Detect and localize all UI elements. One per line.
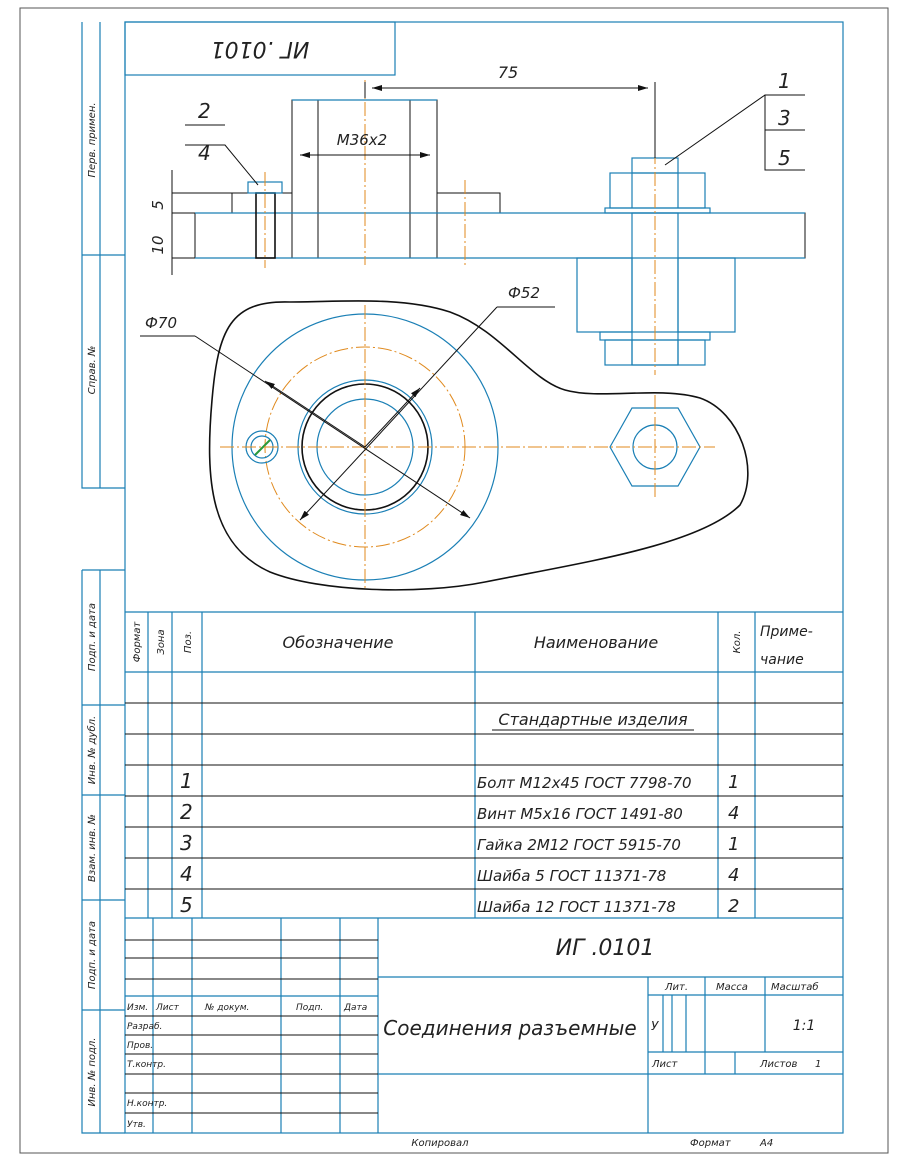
section-view	[171, 80, 806, 375]
row-pos: 1	[180, 769, 193, 793]
mass-label: Масса	[716, 982, 748, 993]
callout-4: 4	[198, 141, 211, 165]
side-label-reference: Справ. №	[87, 346, 98, 395]
title-block	[125, 918, 843, 1133]
header-note-2: чание	[760, 652, 804, 668]
side-label-sign-date-2: Подп. и дата	[87, 921, 98, 989]
callout-2: 2	[198, 99, 211, 123]
side-stamp: Перв. примен. Справ. № Подп. и дата Инв.…	[81, 22, 125, 1134]
rotated-stamp-text: ИГ .0101	[211, 36, 310, 61]
rotated-stamp-box	[124, 21, 396, 76]
dim-5: 5	[149, 200, 167, 210]
col-date: Дата	[343, 1003, 367, 1013]
dim-phi52: Ф52	[508, 284, 540, 302]
col-sheet: Лист	[155, 1003, 180, 1013]
table-row: 5 Шайба 12 ГОСТ 11371-78 2	[180, 893, 739, 917]
callout-1: 1	[778, 69, 791, 93]
col-sign: Подп.	[296, 1003, 323, 1013]
sheets-value: 1	[815, 1059, 821, 1070]
role-approved: Утв.	[127, 1120, 146, 1130]
dim-thread: M36x2	[337, 131, 387, 149]
table-row: 4 Шайба 5 ГОСТ 11371-78 4	[180, 862, 739, 886]
side-label-dup-inv: Инв. № дубл.	[86, 716, 98, 784]
dim-10: 10	[149, 235, 167, 254]
role-developer: Разраб.	[127, 1022, 162, 1032]
format-value: А4	[759, 1138, 773, 1149]
header-name: Наименование	[534, 633, 658, 652]
col-doc-no: № докум.	[204, 1003, 249, 1013]
spec-rows: 1 Болт М12х45 ГОСТ 7798-70 1 2 Винт М5х16 ГО…	[180, 769, 739, 917]
row-pos: 3	[180, 831, 193, 855]
lit-label: Лит.	[664, 982, 688, 993]
table-row: 3 Гайка 2М12 ГОСТ 5915-70 1	[180, 831, 739, 855]
side-label-replace-inv: Взам. инв. №	[87, 814, 98, 882]
row-name: Винт М5х16 ГОСТ 1491-80	[477, 805, 683, 823]
col-change: Изм.	[127, 1003, 148, 1013]
dim-75: 75	[498, 63, 518, 82]
table-row: 1 Болт М12х45 ГОСТ 7798-70 1	[180, 769, 739, 793]
scale-label: Масштаб	[771, 981, 819, 993]
row-qty: 1	[728, 772, 739, 793]
format-label: Формат	[690, 1138, 732, 1149]
plan-view	[140, 300, 749, 591]
sheet-border	[19, 7, 889, 1154]
table-row: 2 Винт М5х16 ГОСТ 1491-80 4	[180, 800, 739, 824]
row-pos: 5	[180, 893, 193, 917]
row-pos: 4	[180, 862, 193, 886]
header-zone: Зона	[156, 629, 167, 654]
side-label-sign-date-1: Подп. и дата	[87, 603, 98, 671]
row-name: Болт М12х45 ГОСТ 7798-70	[477, 774, 692, 792]
dim-phi70: Ф70	[145, 314, 177, 332]
row-name: Шайба 12 ГОСТ 11371-78	[477, 898, 676, 916]
copied-label: Копировал	[411, 1138, 469, 1149]
callout-5: 5	[778, 146, 791, 170]
section-standard-parts: Стандартные изделия	[498, 710, 688, 729]
row-pos: 2	[180, 800, 193, 824]
spec-table	[125, 611, 843, 919]
designation: ИГ .0101	[556, 936, 655, 961]
header-format: Формат	[132, 621, 143, 663]
lit-value: У	[651, 1019, 659, 1033]
row-qty: 1	[728, 834, 739, 855]
header-designation: Обозначение	[282, 633, 393, 652]
scale-value: 1:1	[793, 1018, 816, 1034]
header-pos: Поз.	[183, 631, 194, 653]
row-name: Шайба 5 ГОСТ 11371-78	[477, 867, 666, 885]
side-label-first-use: Перв. примен.	[87, 102, 98, 177]
drawing-title: Соединения разъемные	[383, 1016, 636, 1040]
sheets-label: Листов	[759, 1059, 797, 1070]
side-label-orig-inv: Инв. № подл.	[87, 1038, 98, 1107]
row-qty: 2	[728, 896, 739, 917]
role-norm-control: Н.контр.	[127, 1099, 167, 1109]
row-name: Гайка 2М12 ГОСТ 5915-70	[477, 836, 681, 854]
role-checker: Пров.	[127, 1041, 153, 1051]
callout-3: 3	[778, 106, 791, 130]
drawing-frame	[124, 21, 844, 1134]
header-note-1: Приме-	[760, 624, 813, 640]
row-qty: 4	[728, 865, 739, 886]
header-qty: Кол.	[732, 631, 743, 654]
role-tech-control: Т.контр.	[127, 1060, 166, 1070]
row-qty: 4	[728, 803, 739, 824]
sheet-label: Лист	[651, 1059, 679, 1070]
